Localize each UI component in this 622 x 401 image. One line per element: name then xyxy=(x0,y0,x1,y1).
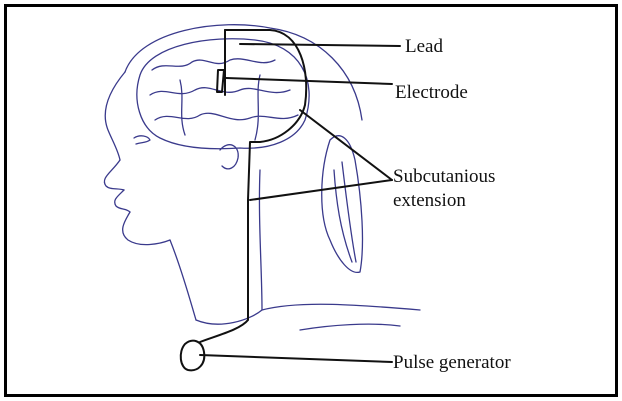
eye xyxy=(134,136,150,144)
pulse-generator-label: Pulse generator xyxy=(393,352,511,374)
ponytail xyxy=(322,136,363,273)
leader-subcutaneous-lower xyxy=(250,180,392,200)
leader-subcutaneous-upper xyxy=(300,110,392,180)
ponytail-strands xyxy=(334,162,356,262)
subcutaneous-label-line2: extension xyxy=(393,190,466,212)
electrode-tip xyxy=(217,70,224,92)
subcutaneous-label-line1: Subcutanious xyxy=(393,166,495,188)
lead-top-wire xyxy=(200,30,306,342)
leader-pulse-generator xyxy=(200,355,392,362)
forehead-outline xyxy=(105,72,125,160)
neck-front xyxy=(170,240,196,320)
lead-label: Lead xyxy=(405,36,443,58)
chin-outline xyxy=(123,212,170,245)
collar-detail xyxy=(300,324,400,330)
neck-back xyxy=(259,170,262,310)
shoulder-line xyxy=(196,304,420,324)
nose-outline xyxy=(104,160,124,190)
mouth-outline xyxy=(115,190,130,212)
brain-outline xyxy=(137,39,309,149)
leader-lead xyxy=(240,44,400,46)
electrode-label: Electrode xyxy=(395,82,468,104)
leader-electrode xyxy=(226,78,392,84)
